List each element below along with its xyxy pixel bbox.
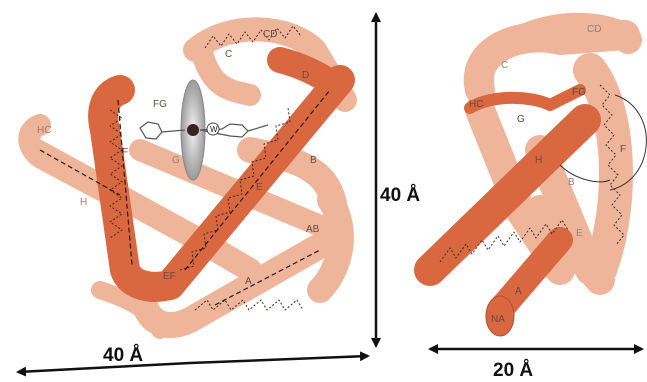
iron-atom bbox=[187, 124, 199, 136]
left-width-label: 40 Å bbox=[103, 345, 143, 366]
left-helix-label: EF bbox=[163, 271, 176, 282]
left-helix-label: H bbox=[80, 197, 87, 208]
right-helix-label: B bbox=[568, 177, 575, 188]
left-helix-label: A bbox=[245, 276, 252, 287]
right-helix-label: E bbox=[576, 228, 583, 239]
left-helix-label: E bbox=[256, 182, 263, 193]
right-helix-label: A bbox=[515, 286, 522, 297]
left-helix-label: D bbox=[302, 70, 309, 81]
right-helix-label: HC bbox=[469, 99, 483, 110]
left-helix-label: F bbox=[122, 147, 128, 158]
heme-ring-left bbox=[140, 122, 185, 139]
right-helix-label: H bbox=[535, 155, 542, 166]
left-helix-label: B bbox=[310, 155, 317, 166]
left-helix-label: G bbox=[172, 155, 180, 166]
right-helix-label: FG bbox=[572, 87, 586, 98]
left-helix-label: FG bbox=[153, 99, 167, 110]
left-helix-label: C bbox=[225, 49, 232, 60]
right-helix-label: F bbox=[620, 144, 626, 155]
right-width-label: 20 Å bbox=[493, 360, 533, 381]
left-height-label: 40 Å bbox=[380, 185, 420, 206]
left-width-arrow-right bbox=[190, 356, 368, 363]
ligand-label: W bbox=[210, 125, 218, 134]
right-helix-label: CD bbox=[587, 24, 601, 35]
right-helix-label: C bbox=[501, 60, 508, 71]
left-protein-ribbon bbox=[29, 26, 345, 330]
helix-cd-ribbon-right bbox=[520, 27, 628, 40]
helix-f-ribbon-right bbox=[590, 70, 616, 270]
left-helix-label: AB bbox=[306, 224, 320, 235]
left-helix-label: HC bbox=[37, 125, 51, 136]
right-helix-label: G bbox=[517, 114, 525, 125]
left-helix-label: CD bbox=[263, 29, 277, 40]
right-protein-ribbon bbox=[430, 27, 646, 336]
right-helix-label: NA bbox=[491, 314, 505, 325]
